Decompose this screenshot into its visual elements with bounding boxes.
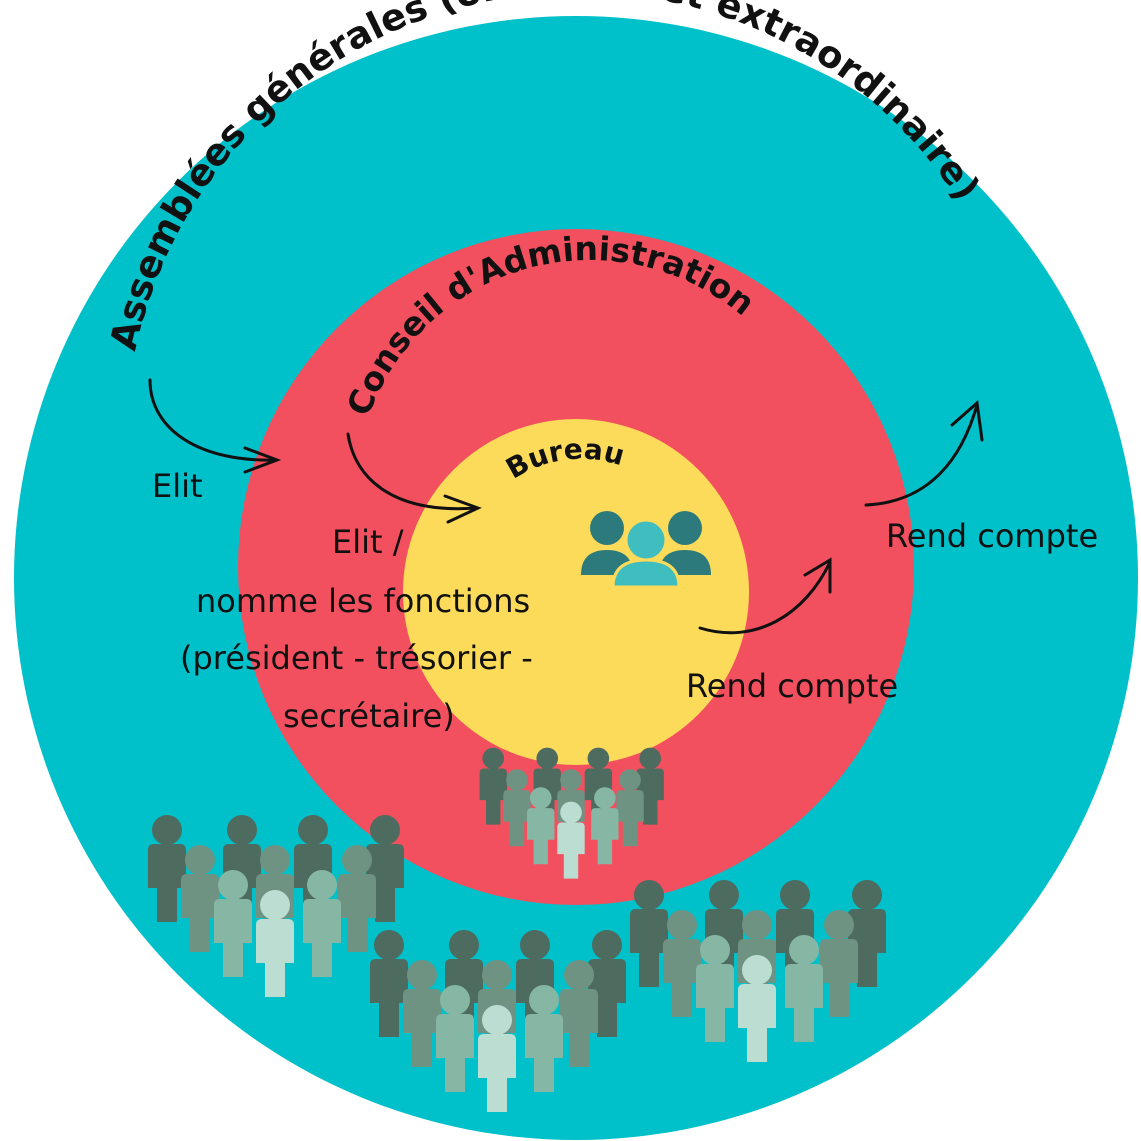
arrow-elit-outer bbox=[148, 378, 282, 474]
arrow-rend-compte-inner bbox=[698, 557, 832, 635]
rend-compte-inner-label: Rend compte bbox=[686, 667, 898, 705]
rend-compte-outer-label: Rend compte bbox=[886, 517, 1098, 555]
arrow-rend-compte-outer bbox=[864, 400, 984, 507]
elit-outer-label: Elit bbox=[152, 467, 203, 505]
elit-middle-label-2: nomme les fonctions bbox=[196, 582, 530, 620]
group-icon bbox=[581, 511, 711, 589]
inner-ring bbox=[403, 419, 749, 765]
elit-middle-label-1: Elit / bbox=[332, 523, 404, 561]
elit-middle-label-3: (président - trésorier - bbox=[180, 639, 533, 677]
elit-middle-label-4: secrétaire) bbox=[283, 697, 455, 735]
arrow-elit-middle bbox=[346, 432, 482, 524]
